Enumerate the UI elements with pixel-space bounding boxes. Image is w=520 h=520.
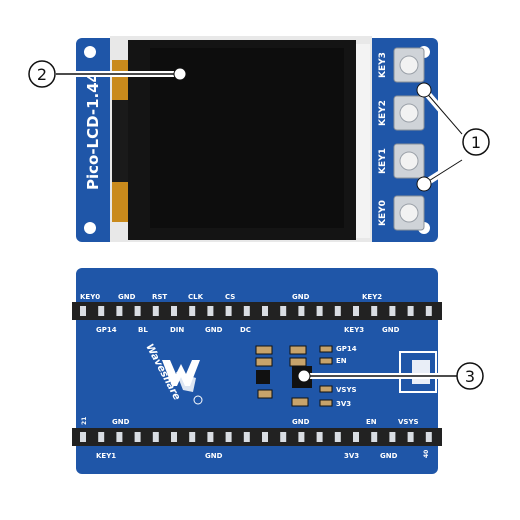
pin-label-gp14: GP14	[96, 326, 117, 334]
header-pin	[389, 432, 396, 442]
pin-number-40: 40	[423, 450, 430, 458]
pin-number-21: 21	[81, 417, 88, 425]
key2-label: KEY2	[378, 100, 388, 126]
header-pin	[152, 432, 159, 442]
bottom-pin-header	[72, 428, 442, 446]
side-label-gp14: GP14	[336, 345, 357, 353]
header-pin	[134, 432, 141, 442]
header-pin	[80, 432, 86, 442]
key1-button[interactable]	[393, 143, 425, 179]
header-pin	[353, 306, 359, 316]
header-pin	[189, 306, 196, 316]
header-pin	[80, 306, 86, 316]
bottom-header-pins	[80, 432, 432, 442]
header-pin	[316, 306, 323, 316]
header-pin	[116, 306, 123, 316]
pin-label-gnd: GND	[382, 326, 400, 334]
header-pin	[407, 306, 414, 316]
key3-label: KEY3	[378, 52, 388, 78]
header-pin	[334, 432, 341, 442]
pin-label-key1: KEY1	[96, 452, 116, 460]
pin-label-din: DIN	[170, 326, 184, 334]
pin-label-en: EN	[366, 418, 377, 426]
header-pin	[407, 432, 414, 442]
header-pin	[425, 432, 432, 442]
header-pin	[353, 432, 359, 442]
waveshare-logo	[162, 360, 203, 405]
pin-label-gnd: GND	[205, 326, 223, 334]
callout-2: 2	[28, 60, 187, 88]
mount-hole	[84, 46, 96, 58]
header-pin	[98, 432, 105, 442]
pin-label-dc: DC	[240, 326, 251, 334]
callout-3: 3	[297, 362, 484, 390]
pin-label-gnd: GND	[205, 452, 223, 460]
pin-label-key3: KEY3	[344, 326, 364, 334]
pin-label-cs: CS	[225, 293, 235, 301]
header-pin	[152, 306, 159, 316]
header-pin	[243, 432, 250, 442]
header-pin	[371, 306, 378, 316]
side-label-vsys: VSYS	[336, 386, 357, 394]
mount-hole	[84, 222, 96, 234]
key-buttons	[393, 47, 425, 231]
top-pin-header	[72, 302, 442, 320]
header-pin	[298, 306, 305, 316]
header-pin	[189, 432, 196, 442]
callout-1-number: 1	[471, 133, 481, 152]
pin-label-clk: CLK	[188, 293, 204, 301]
key3-button[interactable]	[393, 47, 425, 83]
header-pin	[134, 306, 141, 316]
header-pin	[116, 432, 123, 442]
header-pin	[371, 432, 378, 442]
header-pin	[280, 432, 287, 442]
header-pin	[334, 306, 341, 316]
lcd-white-edge	[356, 44, 370, 238]
key1-label: KEY1	[378, 148, 388, 174]
callout-1: 1	[416, 82, 490, 192]
header-pin	[171, 432, 177, 442]
header-pin	[207, 306, 214, 316]
front-board: Pico-LCD-1.44 KEY3 KEY2 KEY1 KEY0	[76, 36, 438, 242]
header-pin	[262, 306, 268, 316]
back-board: KEY0 GND RST CLK CS GND KEY2 GP14 BL DIN…	[72, 268, 442, 474]
pin-label-rst: RST	[152, 293, 167, 301]
pin-label-key2: KEY2	[362, 293, 382, 301]
key0-button[interactable]	[393, 195, 425, 231]
header-pin	[298, 432, 305, 442]
pin-label-key0: KEY0	[80, 293, 100, 301]
header-pin	[389, 306, 396, 316]
pin-label-gnd: GND	[380, 452, 398, 460]
pin-label-gnd: GND	[118, 293, 136, 301]
side-label-en: EN	[336, 357, 347, 365]
pin-label-3v3: 3V3	[344, 452, 359, 460]
key2-button[interactable]	[393, 95, 425, 131]
header-pin	[425, 306, 432, 316]
side-label-3v3: 3V3	[336, 400, 351, 408]
pin-label-gnd: GND	[292, 418, 310, 426]
board-name: Pico-LCD-1.44	[84, 72, 102, 190]
transistor-chip	[256, 370, 270, 384]
header-pin	[316, 432, 323, 442]
pin-label-bl: BL	[138, 326, 148, 334]
pin-label-gnd: GND	[292, 293, 310, 301]
pin-label-vsys: VSYS	[398, 418, 419, 426]
header-pin	[243, 306, 250, 316]
header-pin	[98, 306, 105, 316]
header-pin	[262, 432, 268, 442]
header-pin	[225, 432, 232, 442]
key0-label: KEY0	[378, 200, 388, 226]
header-pin	[280, 306, 287, 316]
header-pin	[225, 306, 232, 316]
pin-label-gnd: GND	[112, 418, 130, 426]
callout-2-number: 2	[37, 65, 47, 84]
header-pin	[171, 306, 177, 316]
top-header-pins	[80, 306, 432, 316]
callout-3-number: 3	[465, 367, 475, 386]
header-pin	[207, 432, 214, 442]
